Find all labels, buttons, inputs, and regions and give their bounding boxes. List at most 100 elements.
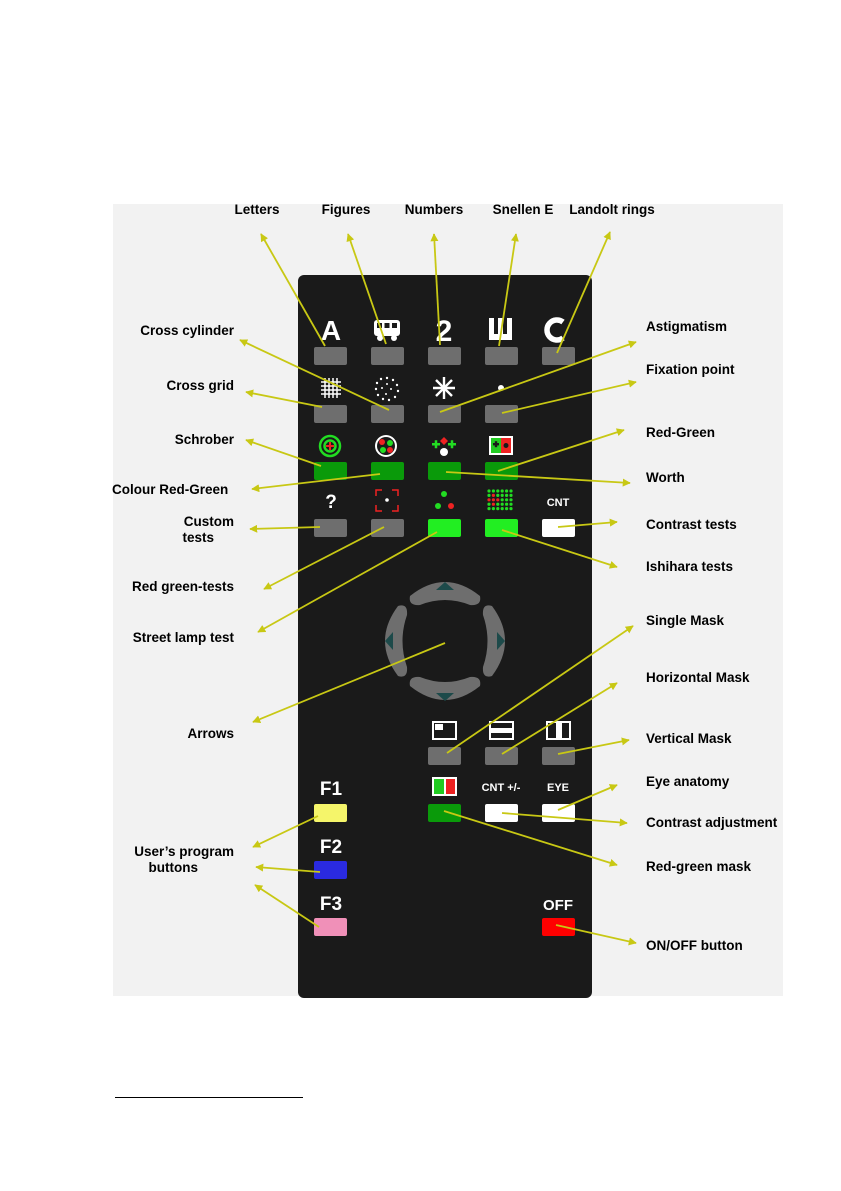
arrow-worth bbox=[445, 471, 631, 487]
worth-icon bbox=[432, 437, 456, 456]
contrast-tests-button[interactable] bbox=[542, 519, 575, 537]
arrow-snellen-e bbox=[498, 233, 519, 347]
arrow-f1 bbox=[252, 815, 319, 848]
cross-cylinder-button[interactable] bbox=[371, 405, 404, 423]
arrow-single-mask bbox=[446, 625, 634, 754]
arrow-horizontal-mask bbox=[501, 682, 618, 755]
on-off-button[interactable] bbox=[542, 918, 575, 936]
astigmatism-star-icon bbox=[433, 377, 455, 399]
astigmatism-button[interactable] bbox=[428, 405, 461, 423]
label-colour-red-green: Colour Red-Green bbox=[112, 482, 229, 497]
colour-red-green-button[interactable] bbox=[371, 462, 404, 480]
numbers-button[interactable] bbox=[428, 347, 461, 365]
custom-tests-button[interactable] bbox=[314, 519, 347, 537]
label-users-program-line2: buttons bbox=[148, 860, 199, 875]
arrow-astigmatism bbox=[439, 340, 637, 413]
vertical-mask-icon bbox=[546, 721, 571, 740]
snellen-e-button[interactable] bbox=[485, 347, 518, 365]
dot-circle-icon bbox=[374, 376, 400, 402]
vertical-mask-button[interactable] bbox=[542, 747, 575, 765]
worth-button[interactable] bbox=[428, 462, 461, 480]
f1-button[interactable] bbox=[314, 804, 347, 822]
arrow-ishihara-tests bbox=[501, 529, 618, 569]
arrow-schrober bbox=[245, 438, 322, 467]
arrow-arrows bbox=[252, 642, 446, 723]
horizontal-mask-button[interactable] bbox=[485, 747, 518, 765]
arrow-vertical-mask bbox=[557, 737, 630, 755]
arrow-right-button[interactable] bbox=[482, 605, 505, 677]
red-green-tests-button[interactable] bbox=[371, 519, 404, 537]
label-arrows: Arrows bbox=[187, 726, 234, 741]
landolt-ring-symbol: C bbox=[544, 317, 565, 343]
letters-button[interactable] bbox=[314, 347, 347, 365]
street-lamp-icon bbox=[435, 491, 454, 509]
arrow-landolt-rings bbox=[556, 231, 611, 354]
f3-label: F3 bbox=[320, 894, 342, 915]
label-astigmatism: Astigmatism bbox=[646, 319, 728, 334]
arrow-down-icon bbox=[436, 693, 454, 701]
single-mask-icon bbox=[432, 721, 457, 740]
arrow-right-icon bbox=[497, 632, 505, 650]
arrow-red-green bbox=[497, 428, 625, 472]
arrow-contrast-tests bbox=[557, 518, 618, 528]
label-worth: Worth bbox=[646, 470, 685, 485]
single-mask-button[interactable] bbox=[428, 747, 461, 765]
label-single-mask: Single Mask bbox=[646, 613, 725, 628]
footnote-rule bbox=[115, 1097, 303, 1098]
arrow-figures bbox=[346, 233, 387, 345]
label-cross-cylinder: Cross cylinder bbox=[140, 323, 234, 338]
arrow-street-lamp-test bbox=[257, 531, 438, 633]
remote-body bbox=[298, 275, 592, 998]
arrow-f3 bbox=[254, 884, 320, 928]
callout-arrows bbox=[239, 231, 637, 946]
arrow-down-button[interactable] bbox=[409, 676, 481, 700]
label-contrast-tests: Contrast tests bbox=[646, 517, 737, 532]
arrow-up-button[interactable] bbox=[409, 582, 481, 606]
arrow-red-green-tests bbox=[263, 526, 385, 590]
label-users-program-line1: User’s program bbox=[134, 844, 234, 859]
red-green-button[interactable] bbox=[485, 462, 518, 480]
snellen-e-symbol: E bbox=[489, 318, 512, 340]
arrow-numbers bbox=[430, 233, 441, 346]
label-red-green-mask: Red-green mask bbox=[646, 859, 752, 874]
schrober-button[interactable] bbox=[314, 462, 347, 480]
red-green-tests-icon bbox=[375, 489, 399, 512]
label-users-program-buttons: User’s program buttons bbox=[100, 844, 234, 876]
label-on-off-button: ON/OFF button bbox=[646, 938, 743, 953]
arrow-cross-grid bbox=[245, 389, 323, 408]
landolt-rings-button[interactable] bbox=[542, 347, 575, 365]
cross-grid-button[interactable] bbox=[314, 405, 347, 423]
figures-button[interactable] bbox=[371, 347, 404, 365]
label-schrober: Schrober bbox=[174, 432, 234, 447]
arrow-left-button[interactable] bbox=[385, 605, 408, 677]
arrow-letters bbox=[260, 233, 326, 347]
label-custom-tests: Custom tests bbox=[100, 514, 234, 546]
label-red-green: Red-Green bbox=[646, 425, 716, 440]
contrast-adjustment-button[interactable] bbox=[485, 804, 518, 822]
label-vertical-mask: Vertical Mask bbox=[646, 731, 732, 746]
label-red-green-tests: Red green-tests bbox=[131, 579, 234, 594]
label-letters: Letters bbox=[234, 202, 280, 217]
arrow-contrast-adjustment bbox=[501, 812, 628, 827]
colour-red-green-icon bbox=[375, 435, 397, 457]
arrows-dpad bbox=[385, 582, 505, 701]
arrow-eye-anatomy bbox=[557, 784, 618, 811]
f2-button[interactable] bbox=[314, 861, 347, 879]
label-figures: Figures bbox=[321, 202, 371, 217]
red-green-icon bbox=[489, 436, 513, 455]
eye-label: EYE bbox=[547, 782, 569, 794]
label-ishihara-tests: Ishihara tests bbox=[646, 559, 734, 574]
custom-tests-symbol: ? bbox=[325, 492, 337, 513]
arrow-left-icon bbox=[385, 632, 393, 650]
label-numbers: Numbers bbox=[404, 202, 464, 217]
off-label: OFF bbox=[543, 897, 573, 914]
red-green-mask-button[interactable] bbox=[428, 804, 461, 822]
label-custom-tests-line2: tests bbox=[182, 530, 214, 545]
schrober-icon bbox=[318, 434, 342, 458]
ishihara-dot-grid-icon bbox=[487, 489, 513, 511]
f3-button[interactable] bbox=[314, 918, 347, 936]
fixation-point-button[interactable] bbox=[485, 405, 518, 423]
label-cross-grid: Cross grid bbox=[166, 378, 234, 393]
